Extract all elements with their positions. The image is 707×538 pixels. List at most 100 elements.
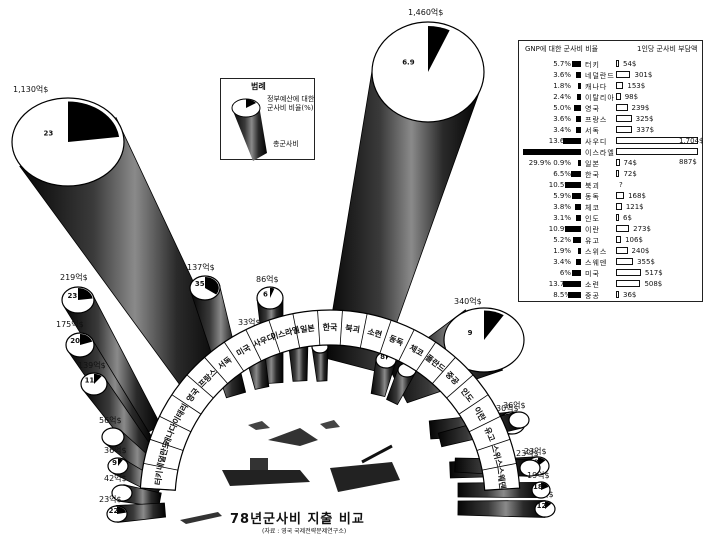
per-capita-bar bbox=[616, 214, 619, 221]
arc-divider bbox=[317, 310, 321, 346]
gnp-ratio-value: 6.5% bbox=[553, 170, 571, 178]
arc-divider bbox=[398, 329, 415, 362]
per-capita-bar bbox=[616, 60, 619, 67]
country-name: 인도 bbox=[585, 215, 600, 223]
total-spending-label: 86억$ bbox=[256, 274, 279, 284]
gnp-ratio-header: GNP에 대한 군사비 비율 bbox=[525, 45, 599, 53]
tank-silhouette bbox=[330, 462, 400, 492]
per-capita-bar bbox=[616, 236, 622, 243]
country-name: 유고 bbox=[585, 237, 600, 245]
warship-tower bbox=[250, 458, 268, 470]
gnp-ratio-bar bbox=[571, 171, 581, 177]
budget-share-wedge bbox=[545, 501, 552, 509]
per-capita-value: 355$ bbox=[637, 258, 655, 266]
budget-pct-label: 23 bbox=[44, 129, 54, 137]
per-capita-value: 240$ bbox=[631, 247, 650, 255]
country-name: 영국 bbox=[585, 105, 600, 113]
budget-share-wedge bbox=[270, 287, 275, 298]
budget-share-wedge bbox=[205, 276, 219, 295]
gnp-ratio-value: 10.5% bbox=[548, 181, 571, 189]
missile-silhouette bbox=[180, 512, 222, 524]
arc-country-label: 소련 bbox=[366, 326, 383, 339]
gnp-ratio-bar bbox=[573, 105, 581, 111]
gnp-ratio-value: 3.1% bbox=[553, 214, 571, 222]
total-spending-label: 137억$ bbox=[187, 262, 215, 272]
aircraft-silhouette bbox=[248, 421, 270, 430]
legend-cylinder-icon bbox=[231, 98, 267, 161]
military-illustration bbox=[180, 420, 400, 524]
cylinder-1: 231,130억$ bbox=[11, 84, 230, 387]
arc-divider bbox=[415, 341, 437, 372]
per-capita-value: ? bbox=[619, 181, 623, 189]
tank-gun bbox=[361, 444, 393, 464]
budget-pct-label: 12 bbox=[537, 502, 547, 510]
israel-per-capita-value: 887$ bbox=[679, 158, 697, 166]
total-spending-label: 23억$ bbox=[524, 446, 547, 456]
per-capita-bar bbox=[616, 269, 641, 276]
country-name: 이탈리아 bbox=[585, 94, 615, 102]
legend-total-label: 총군사비 bbox=[273, 140, 299, 148]
table-row: 10.5% 북괴? bbox=[519, 180, 704, 191]
arc-divider bbox=[476, 438, 511, 451]
gnp-ratio-value: 5.9% bbox=[553, 192, 571, 200]
budget-share-wedge bbox=[428, 26, 450, 72]
per-capita-value: 72$ bbox=[623, 170, 637, 178]
cylinder-13: 42억$ bbox=[104, 473, 162, 508]
country-name: 미국 bbox=[585, 270, 600, 278]
per-capita-value: 74$ bbox=[623, 159, 637, 167]
arc-divider bbox=[468, 415, 501, 433]
gnp-ratio-value: 3.6% bbox=[553, 115, 571, 123]
per-capita-value: 325$ bbox=[635, 115, 654, 123]
gnp-ratio-bar bbox=[578, 160, 581, 166]
per-capita-value: 1,704$ bbox=[679, 137, 704, 145]
budget-pct-label: 22 bbox=[109, 507, 119, 515]
chart-title: 78년군사비 지출 비교 bbox=[230, 512, 365, 527]
total-spending-label: 33억$ bbox=[238, 317, 261, 327]
gnp-ratio-value: 3.8% bbox=[553, 203, 571, 211]
per-capita-bar bbox=[616, 137, 698, 144]
per-capita-bar bbox=[616, 192, 625, 199]
arc-country-label: 스웨덴 bbox=[495, 466, 508, 489]
total-spending-label: 30억$ bbox=[496, 403, 519, 413]
cylinder-body bbox=[457, 500, 546, 518]
country-name: 북괴 bbox=[585, 182, 600, 190]
budget-pct-label: 8 bbox=[380, 353, 385, 361]
per-capita-value: 337$ bbox=[636, 126, 655, 134]
arc-divider bbox=[359, 313, 368, 349]
per-capita-bar bbox=[616, 225, 630, 232]
gnp-ratio-value: 3.6% bbox=[553, 71, 571, 79]
per-capita-value: 98$ bbox=[624, 93, 639, 101]
arc-country-label: 터키 bbox=[153, 470, 165, 486]
gnp-ratio-value: 8.5% bbox=[553, 291, 571, 299]
arc-divider bbox=[204, 357, 228, 384]
arc-divider bbox=[268, 319, 281, 354]
per-capita-value: 301$ bbox=[634, 71, 653, 79]
budget-pct-label: 23 bbox=[68, 292, 78, 300]
gnp-ratio-bar bbox=[575, 72, 581, 78]
country-name: 스웨덴 bbox=[585, 259, 608, 267]
per-capita-bar bbox=[616, 247, 628, 254]
country-name: 소련 bbox=[585, 281, 600, 289]
gnp-ratio-value: 1.8% bbox=[553, 82, 571, 90]
cylinder-top bbox=[508, 411, 530, 429]
budget-share-wedge bbox=[80, 333, 93, 345]
legend-budget-ratio-label: 정부예산에 대한 군사비 비율(%) bbox=[267, 95, 315, 112]
country-name: 중공 bbox=[585, 292, 600, 300]
country-name: 사우디 bbox=[585, 138, 608, 146]
budget-share-wedge bbox=[484, 310, 504, 340]
budget-share-wedge bbox=[538, 457, 546, 466]
country-name: 서독 bbox=[585, 127, 600, 135]
arc-divider bbox=[446, 374, 474, 399]
arc-country-label: 일본 bbox=[299, 322, 316, 334]
total-spending-label: 36억$ bbox=[104, 445, 127, 455]
per-capita-value: 239$ bbox=[631, 104, 650, 112]
